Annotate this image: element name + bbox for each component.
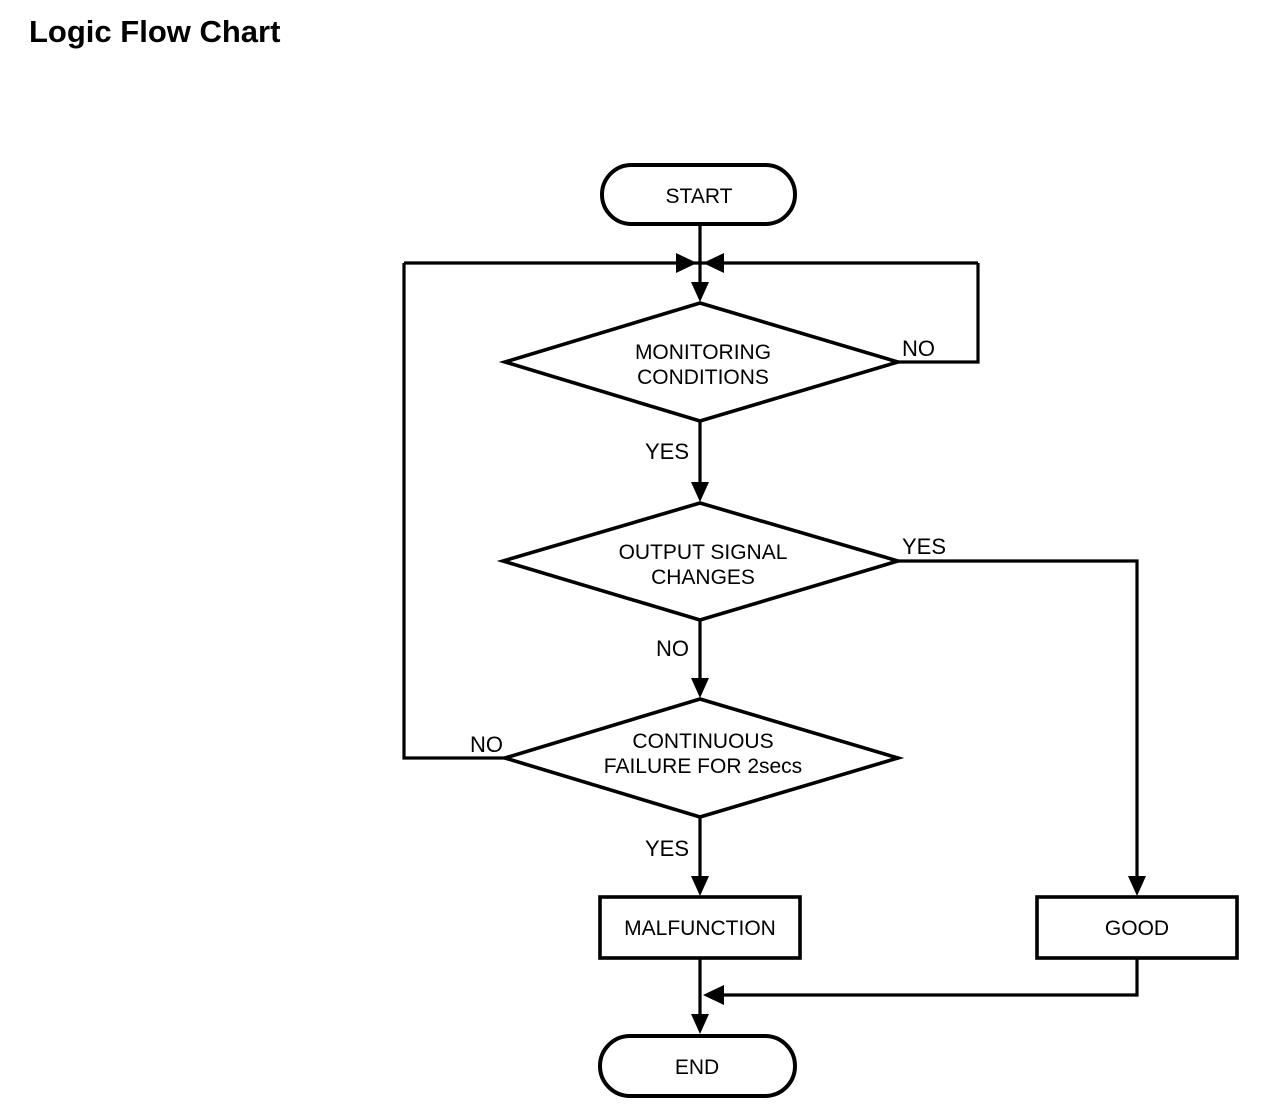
edge-good-to-merge xyxy=(722,958,1139,997)
node-start xyxy=(600,163,797,226)
edge-label-monitoring-no: NO xyxy=(902,336,935,361)
arrowhead-into-good xyxy=(1128,876,1146,896)
label-output-signal-line1: OUTPUT SIGNAL xyxy=(619,541,788,564)
arrowhead-right-loop-into-junction xyxy=(703,253,724,273)
arrowhead-into-monitoring xyxy=(691,282,709,302)
node-end xyxy=(598,1034,797,1098)
arrowhead-into-malfunction xyxy=(691,876,709,896)
node-malfunction xyxy=(598,895,802,960)
edge-label-monitoring-yes: YES xyxy=(645,439,689,464)
arrowhead-into-output-signal xyxy=(691,482,709,502)
arrowhead-into-end xyxy=(691,1014,709,1034)
label-output-signal-line2: CHANGES xyxy=(651,566,755,589)
label-malfunction: MALFUNCTION xyxy=(624,917,776,940)
arrowhead-left-loop-into-junction xyxy=(676,253,697,273)
edge-continuous-no-loop xyxy=(402,263,507,760)
arrowhead-into-continuous-failure xyxy=(691,678,709,698)
page-title: Logic Flow Chart xyxy=(29,14,281,49)
edge-label-continuous-yes: YES xyxy=(645,836,689,861)
arrowhead-good-merge xyxy=(703,985,724,1005)
node-continuous-failure xyxy=(498,697,905,819)
edge-label-output-no: NO xyxy=(656,636,689,661)
node-output-signal-changes xyxy=(496,501,905,622)
label-good: GOOD xyxy=(1105,917,1169,940)
label-start: START xyxy=(666,185,733,208)
label-monitoring-line1: MONITORING xyxy=(635,341,771,364)
edge-monitoring-no-loop xyxy=(898,263,980,364)
edge-output-yes xyxy=(898,559,1139,880)
edge-label-output-yes: YES xyxy=(902,534,946,559)
label-continuous-failure-line2: FAILURE FOR 2secs xyxy=(604,755,802,778)
label-end: END xyxy=(675,1056,719,1079)
node-monitoring-conditions xyxy=(498,301,905,423)
node-good xyxy=(1035,895,1239,960)
label-monitoring-line2: CONDITIONS xyxy=(637,366,769,389)
edge-label-continuous-no: NO xyxy=(470,732,503,757)
label-continuous-failure-line1: CONTINUOUS xyxy=(632,730,773,753)
